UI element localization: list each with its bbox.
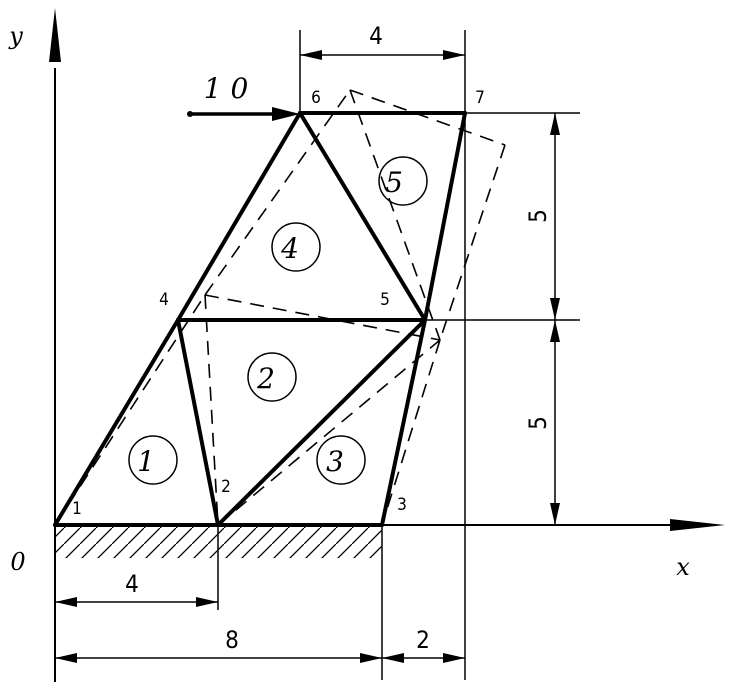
- node-label-7: 7: [475, 88, 485, 108]
- dim-bottom2-arrow-left: [382, 653, 404, 663]
- deformed-member-4-2: [204, 294, 219, 526]
- dim-bottom4-arrow-right: [196, 597, 218, 607]
- dim-top-width-label: 4: [369, 22, 383, 50]
- origin-label: 0: [10, 548, 25, 576]
- dim-bottom8-arrow-left: [55, 653, 77, 663]
- member-7-5: [423, 111, 467, 322]
- deformed-member-5-3: [381, 339, 441, 526]
- truss-structure: [53, 111, 467, 527]
- node-label-2: 2: [221, 477, 231, 497]
- node-label-5: 5: [380, 290, 390, 310]
- dim-bottom8-label: 8: [225, 626, 239, 654]
- node-label-6: 6: [311, 88, 321, 108]
- dim-bottom8-arrow-right: [360, 653, 382, 663]
- y-axis-label: y: [8, 22, 23, 50]
- dim-upper-arrow-bottom: [550, 298, 560, 320]
- node-label-3: 3: [397, 495, 407, 515]
- member-4-6: [176, 111, 302, 322]
- dim-bottom4-arrow-left: [55, 597, 77, 607]
- dim-lower-arrow-bottom: [550, 503, 560, 525]
- y-axis-arrow: [49, 8, 61, 62]
- member-6-5: [298, 111, 427, 322]
- element-circle-1: [128, 435, 178, 485]
- deformed-member-4-5: [204, 294, 441, 341]
- element-label-2: 2: [256, 362, 275, 395]
- element-label-1: 1: [137, 445, 155, 478]
- x-axis-label: x: [676, 553, 690, 581]
- member-2-5: [216, 318, 427, 527]
- member-1-4: [53, 318, 180, 527]
- element-circle-5: [378, 156, 428, 206]
- element-circle-2: [247, 352, 297, 402]
- dim-lower-height-label: 5: [524, 416, 552, 430]
- element-label-5: 5: [385, 166, 403, 199]
- element-label-3: 3: [326, 445, 344, 478]
- dim-bottom4-label: 4: [125, 570, 139, 598]
- x-axis-arrow: [670, 519, 725, 531]
- deformed-member-7-5: [439, 144, 506, 341]
- element-circle-3: [316, 435, 366, 485]
- load-arrow-tail: [187, 111, 193, 117]
- deformed-shape: [54, 89, 506, 526]
- element-label-4: 4: [280, 232, 299, 265]
- member-5-3: [380, 318, 427, 527]
- dim-lower-arrow-top: [550, 320, 560, 342]
- element-circle-4: [271, 222, 321, 272]
- node-label-1: 1: [72, 499, 82, 519]
- dim-upper-height-label: 5: [524, 209, 552, 223]
- dim-bottom2-label: 2: [416, 626, 430, 654]
- dim-upper-arrow-top: [550, 113, 560, 135]
- dim-top-arrow-right: [443, 50, 465, 60]
- dim-top-arrow-left: [300, 50, 322, 60]
- dim-bottom2-arrow-right: [443, 653, 465, 663]
- member-4-2: [176, 318, 220, 527]
- deformed-member-2-5: [217, 339, 441, 526]
- load-arrow-head: [272, 107, 300, 121]
- deformed-member-6-7: [349, 89, 506, 146]
- deformed-member-4-6: [204, 89, 351, 296]
- load-value-label: 1 0: [204, 72, 249, 105]
- node-label-4: 4: [159, 290, 169, 310]
